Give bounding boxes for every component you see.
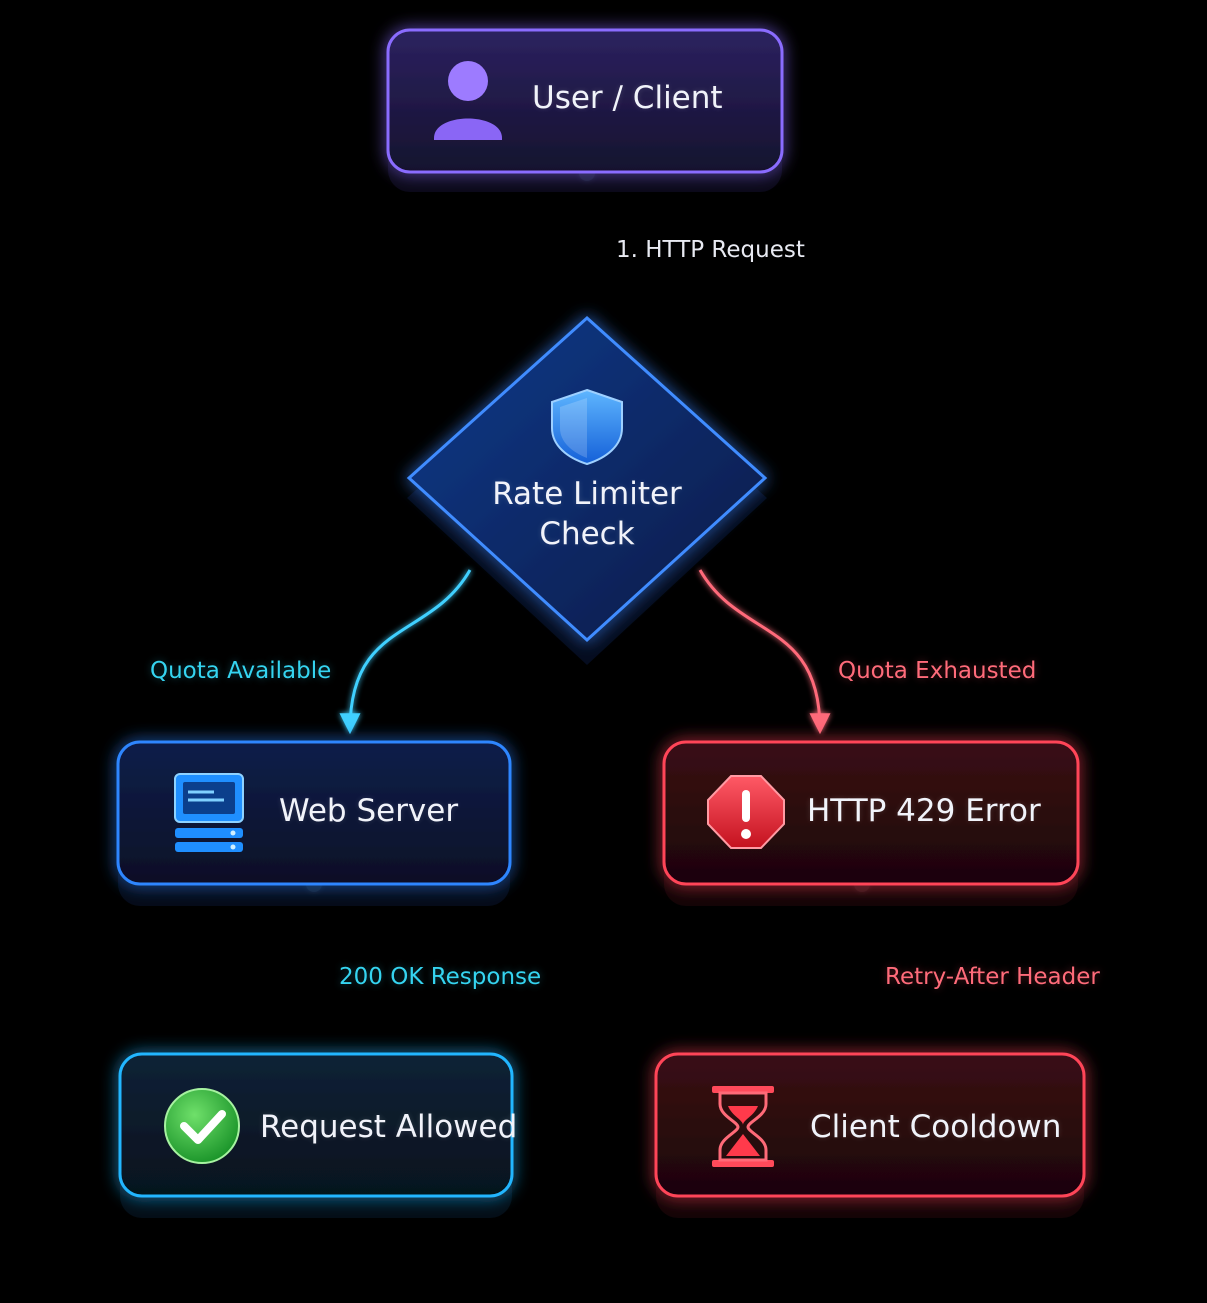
node-request-allowed[interactable]: [118, 1052, 514, 1218]
node-http-429[interactable]: [662, 740, 1080, 906]
rate-limiter-label-line1: Rate Limiter: [492, 476, 682, 512]
web-server-label: Web Server: [279, 793, 459, 829]
edge-label-ok-response: 200 OK Response: [339, 964, 542, 990]
node-client-cooldown[interactable]: [654, 1052, 1086, 1218]
check-circle-icon: [164, 1088, 240, 1164]
edge-label-request: 1. HTTP Request: [616, 237, 805, 263]
node-client[interactable]: [386, 28, 784, 192]
server-icon: [174, 773, 244, 852]
edge-label-quota-available: Quota Available: [150, 658, 332, 684]
client-label: User / Client: [532, 80, 723, 116]
hourglass-icon: [712, 1086, 774, 1167]
user-icon: [434, 61, 502, 140]
client-cooldown-label: Client Cooldown: [810, 1109, 1062, 1145]
node-web-server[interactable]: [116, 740, 512, 906]
edge-label-quota-exhausted: Quota Exhausted: [838, 658, 1037, 684]
edge-label-retry-after: Retry-After Header: [885, 964, 1100, 990]
edge-quota-available: [339, 569, 472, 735]
shield-icon: [551, 388, 623, 466]
edge-quota-exhausted: [698, 569, 831, 735]
http-429-label: HTTP 429 Error: [807, 793, 1041, 829]
node-rate-limiter[interactable]: [406, 315, 768, 665]
rate-limiter-label-line2: Check: [539, 516, 635, 552]
request-allowed-label: Request Allowed: [260, 1109, 518, 1145]
warning-octagon-icon: [707, 775, 785, 849]
